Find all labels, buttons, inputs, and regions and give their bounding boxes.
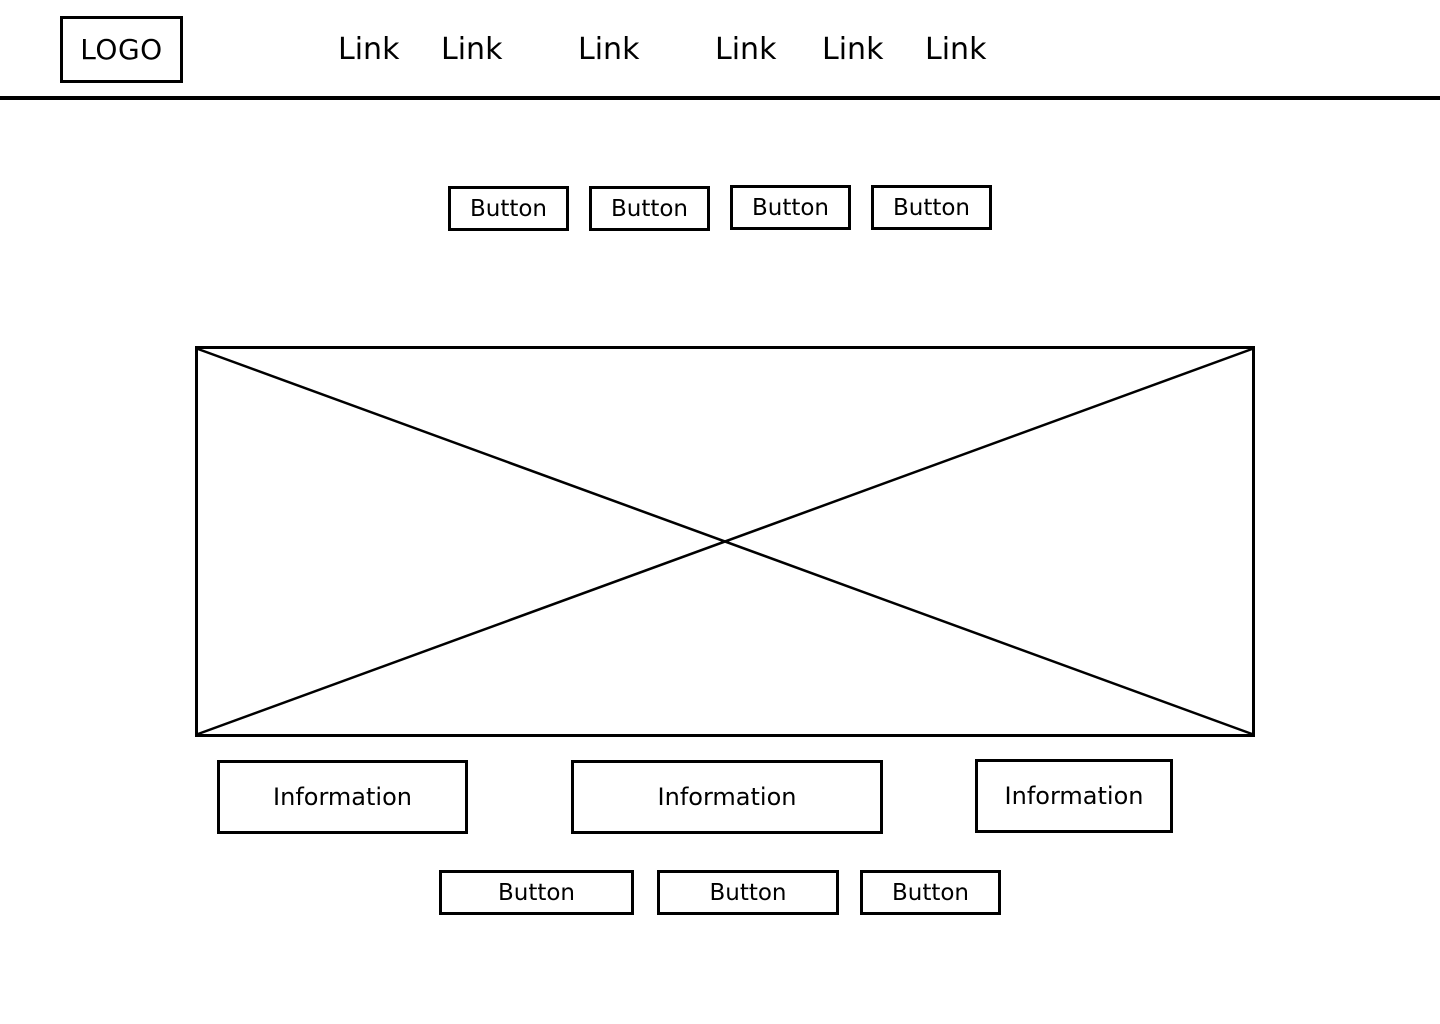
bottom-button-2[interactable]: Button [657, 870, 839, 915]
nav-link-6[interactable]: Link [925, 32, 987, 67]
bottom-button-1[interactable]: Button [439, 870, 634, 915]
info-box-1: Information [217, 760, 468, 834]
hero-image-placeholder [195, 346, 1255, 737]
top-button-1[interactable]: Button [448, 186, 569, 231]
bottom-button-3[interactable]: Button [860, 870, 1001, 915]
info-box-2: Information [571, 760, 883, 834]
image-placeholder-icon [195, 346, 1255, 737]
logo[interactable]: LOGO [60, 16, 183, 83]
nav-link-2[interactable]: Link [441, 32, 503, 67]
info-box-3: Information [975, 759, 1173, 833]
nav-link-3[interactable]: Link [578, 32, 640, 67]
nav-link-1[interactable]: Link [338, 32, 400, 67]
top-button-2[interactable]: Button [589, 186, 710, 231]
top-button-3[interactable]: Button [730, 185, 851, 230]
header-divider [0, 96, 1440, 100]
nav-link-5[interactable]: Link [822, 32, 884, 67]
top-button-4[interactable]: Button [871, 185, 992, 230]
nav-link-4[interactable]: Link [715, 32, 777, 67]
